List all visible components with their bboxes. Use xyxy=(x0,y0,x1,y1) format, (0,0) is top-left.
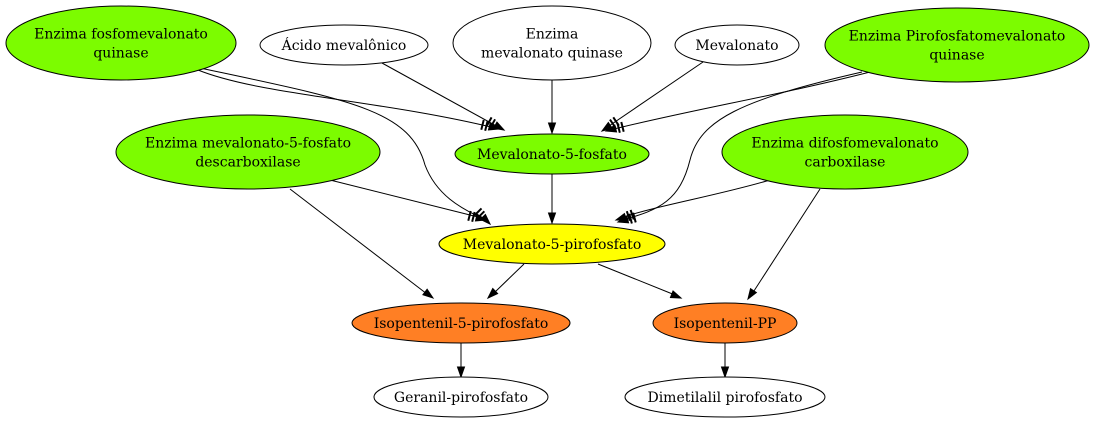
node-label: Geranil-pirofosfato xyxy=(394,390,528,406)
edge-line xyxy=(329,179,483,219)
node-mevalonato: Mevalonato xyxy=(674,24,800,66)
node-mevalonato-5-fosfato: Mevalonato-5-fosfato xyxy=(454,133,650,175)
arrowhead xyxy=(669,290,683,299)
node-label: quinase xyxy=(929,48,984,64)
arrowhead xyxy=(547,212,557,225)
tee-arrowhead xyxy=(467,210,488,222)
edge-line xyxy=(609,71,871,131)
edge-mevalonato-5-fosfato-to-mevalonato-5-pirofosfato xyxy=(547,174,557,225)
edges-layer xyxy=(197,61,871,379)
edge-line xyxy=(751,188,821,295)
edge-line xyxy=(621,71,863,221)
node-label: Isopentenil-PP xyxy=(674,316,777,332)
edge-mevalonato-quinase-to-mevalonato-5-fosfato xyxy=(547,80,557,135)
edge-isopentenil-pp-to-dimetilalil-pirofosfato xyxy=(720,343,730,379)
tee-arrowhead xyxy=(600,116,620,132)
node-mevalonato-5-fosfato-descarboxilase: Enzima mevalonato-5-fosfato descarboxilas… xyxy=(115,114,381,190)
edge-line xyxy=(597,263,676,296)
node-isopentenil-5-pirofosfato: Isopentenil-5-pirofosfato xyxy=(351,302,571,344)
arrowhead xyxy=(422,288,435,299)
node-shape xyxy=(824,7,1090,83)
edge-line xyxy=(197,69,496,129)
node-label: Isopentenil-5-pirofosfato xyxy=(374,316,549,332)
node-label: Enzima Pirofosfatomevalonato xyxy=(849,29,1066,45)
node-shape xyxy=(674,24,800,66)
edge-line xyxy=(381,62,501,129)
node-label: Mevalonato xyxy=(695,38,778,54)
arrowhead xyxy=(747,287,758,301)
arrowhead xyxy=(720,366,730,379)
node-fosfomevalonato-quinase: Enzima fosfomevalonato quinase xyxy=(5,5,237,81)
node-label: Enzima fosfomevalonato xyxy=(34,27,208,43)
arrowhead xyxy=(456,366,466,379)
node-shape xyxy=(624,376,826,418)
node-label: Enzima xyxy=(526,27,579,43)
node-difosfomevalonato-carboxilase: Enzima difosfomevalonato carboxilase xyxy=(721,114,969,190)
node-acido-mevalonico: Ácido mevalônico xyxy=(259,24,429,66)
node-label: descarboxilase xyxy=(195,155,300,171)
node-shape xyxy=(5,5,237,81)
node-shape xyxy=(721,114,969,190)
node-shape xyxy=(438,223,666,265)
node-label: mevalonato quinase xyxy=(481,46,623,62)
node-shape xyxy=(259,24,429,66)
tee-arrowhead xyxy=(485,116,506,131)
edge-isopentenil-5-pirofosfato-to-geranil-pirofosfato xyxy=(456,343,466,379)
node-isopentenil-pp: Isopentenil-PP xyxy=(652,302,798,344)
edge-mevalonato-5-fosfato-descarboxilase-to-isopentenil-5-pirofosfato xyxy=(289,188,435,299)
arrowhead xyxy=(547,122,557,135)
node-label: Ácido mevalônico xyxy=(281,36,407,54)
node-label: Dimetilalil pirofosfato xyxy=(647,390,802,406)
edge-line xyxy=(199,67,487,222)
node-label: quinase xyxy=(93,46,148,62)
edge-mevalonato-5-pirofosfato-to-isopentenil-pp xyxy=(597,263,683,299)
node-shape xyxy=(454,133,650,175)
node-shape xyxy=(351,302,571,344)
node-mevalonato-quinase: Enzima mevalonato quinase xyxy=(452,5,652,81)
tee-arrowhead xyxy=(616,212,637,224)
node-mevalonato-5-pirofosfato: Mevalonato-5-pirofosfato xyxy=(438,223,666,265)
tee-arrowhead xyxy=(604,121,625,133)
node-shape xyxy=(452,5,652,81)
node-label: Enzima difosfomevalonato xyxy=(751,136,938,152)
edge-line xyxy=(289,188,428,295)
node-label: Mevalonato-5-pirofosfato xyxy=(463,237,642,253)
node-label: Mevalonato-5-fosfato xyxy=(477,147,627,163)
node-geranil-pirofosfato: Geranil-pirofosfato xyxy=(373,376,549,418)
edge-line xyxy=(605,61,704,129)
node-dimetilalil-pirofosfato: Dimetilalil pirofosfato xyxy=(624,376,826,418)
node-label: Enzima mevalonato-5-fosfato xyxy=(145,136,351,152)
node-shape xyxy=(115,114,381,190)
edge-mevalonato-to-mevalonato-5-fosfato xyxy=(600,61,704,132)
edge-acido-mevalonico-to-mevalonato-5-fosfato xyxy=(381,62,506,131)
arrowhead xyxy=(486,287,499,300)
edge-mevalonato-5-fosfato-descarboxilase-to-mevalonato-5-pirofosfato xyxy=(329,179,488,222)
edge-line xyxy=(493,263,525,294)
nodes-layer: Enzima fosfomevalonato quinase Ácido meval… xyxy=(5,5,1090,418)
edge-difosfomevalonato-carboxilase-to-isopentenil-pp xyxy=(747,188,821,301)
edge-difosfomevalonato-carboxilase-to-mevalonato-5-pirofosfato xyxy=(614,179,771,222)
edge-mevalonato-5-pirofosfato-to-isopentenil-5-pirofosfato xyxy=(486,263,525,300)
node-label: carboxilase xyxy=(805,155,886,171)
node-pirofosfatomevalonato-quinase: Enzima Pirofosfatomevalonato quinase xyxy=(824,7,1090,83)
edge-pirofosfatomevalonato-quinase-to-mevalonato-5-pirofosfato xyxy=(616,71,863,224)
edge-line xyxy=(619,179,771,219)
edge-pirofosfatomevalonato-quinase-to-mevalonato-5-fosfato xyxy=(604,71,871,133)
node-shape xyxy=(373,376,549,418)
node-shape xyxy=(652,302,798,344)
